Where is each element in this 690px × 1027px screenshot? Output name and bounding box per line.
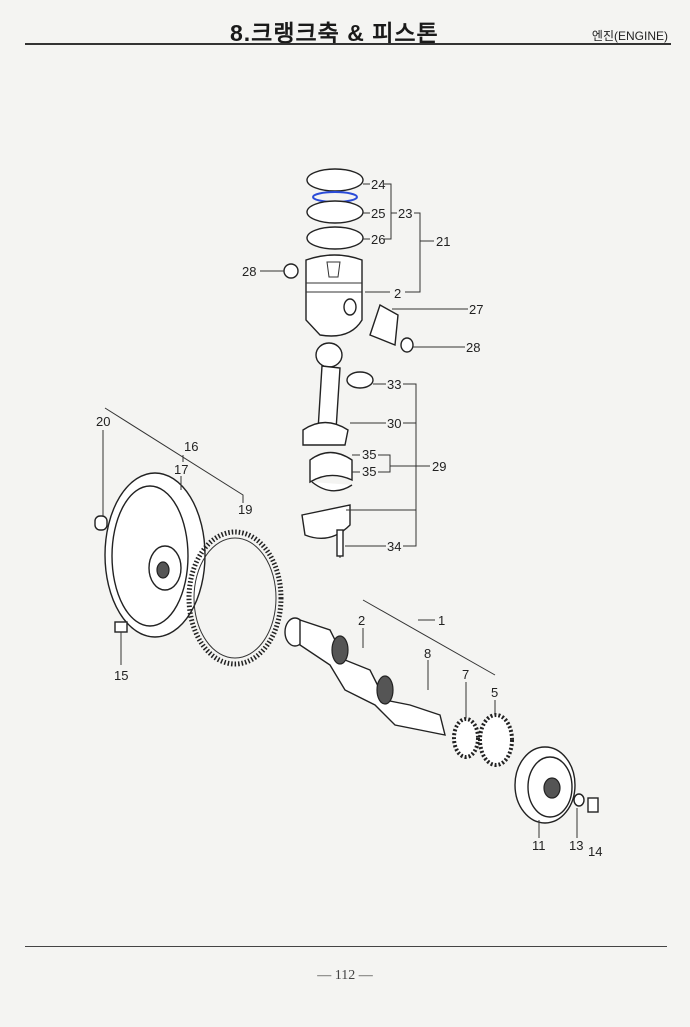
- callout-labels: 24 25 23 26 21 28 2 27 28 33 30 35 35 29…: [96, 177, 602, 859]
- crank-gear: [452, 713, 514, 767]
- piston-pin: [369, 303, 414, 353]
- leader-lines: [102, 183, 578, 838]
- piston: [305, 254, 363, 337]
- connecting-rod: [301, 342, 374, 558]
- callout-25: 25: [371, 206, 385, 221]
- callout-27: 27: [469, 302, 483, 317]
- flywheel: [94, 472, 206, 638]
- callout-19: 19: [238, 502, 252, 517]
- callout-33: 33: [387, 377, 401, 392]
- callout-23: 23: [398, 206, 412, 221]
- callout-28: 28: [242, 264, 256, 279]
- callout-1: 1: [438, 613, 445, 628]
- callout-24: 24: [371, 177, 385, 192]
- page-number: — 112 —: [317, 968, 373, 983]
- callout-11: 11: [532, 838, 546, 853]
- page-title: 8.크랭크축 & 피스톤: [230, 20, 439, 46]
- piston-rings: [306, 168, 364, 250]
- footer-divider: [25, 946, 667, 947]
- callout-35: 35: [362, 464, 376, 479]
- callout-2: 2: [394, 286, 401, 301]
- crank-pulley: [514, 746, 599, 824]
- callout-17: 17: [174, 462, 188, 477]
- callout-15: 15: [114, 668, 128, 683]
- callout-7: 7: [462, 667, 469, 682]
- callout-30: 30: [387, 416, 401, 431]
- callout-29: 29: [432, 459, 446, 474]
- callout-34: 34: [387, 539, 401, 554]
- snap-ring: [283, 263, 299, 279]
- ring-gear: [186, 529, 284, 667]
- callout-13: 13: [569, 838, 583, 853]
- callout-14: 14: [588, 844, 602, 859]
- callout-2: 2: [358, 613, 365, 628]
- callout-28: 28: [466, 340, 480, 355]
- callout-5: 5: [491, 685, 498, 700]
- crankshaft: [284, 617, 446, 736]
- callout-8: 8: [424, 646, 431, 661]
- callout-26: 26: [371, 232, 385, 247]
- callout-21: 21: [436, 234, 450, 249]
- callout-20: 20: [96, 414, 110, 429]
- section-label: 엔진(ENGINE): [591, 29, 668, 43]
- callout-16: 16: [184, 439, 198, 454]
- header-divider: [25, 43, 671, 45]
- callout-35: 35: [362, 447, 376, 462]
